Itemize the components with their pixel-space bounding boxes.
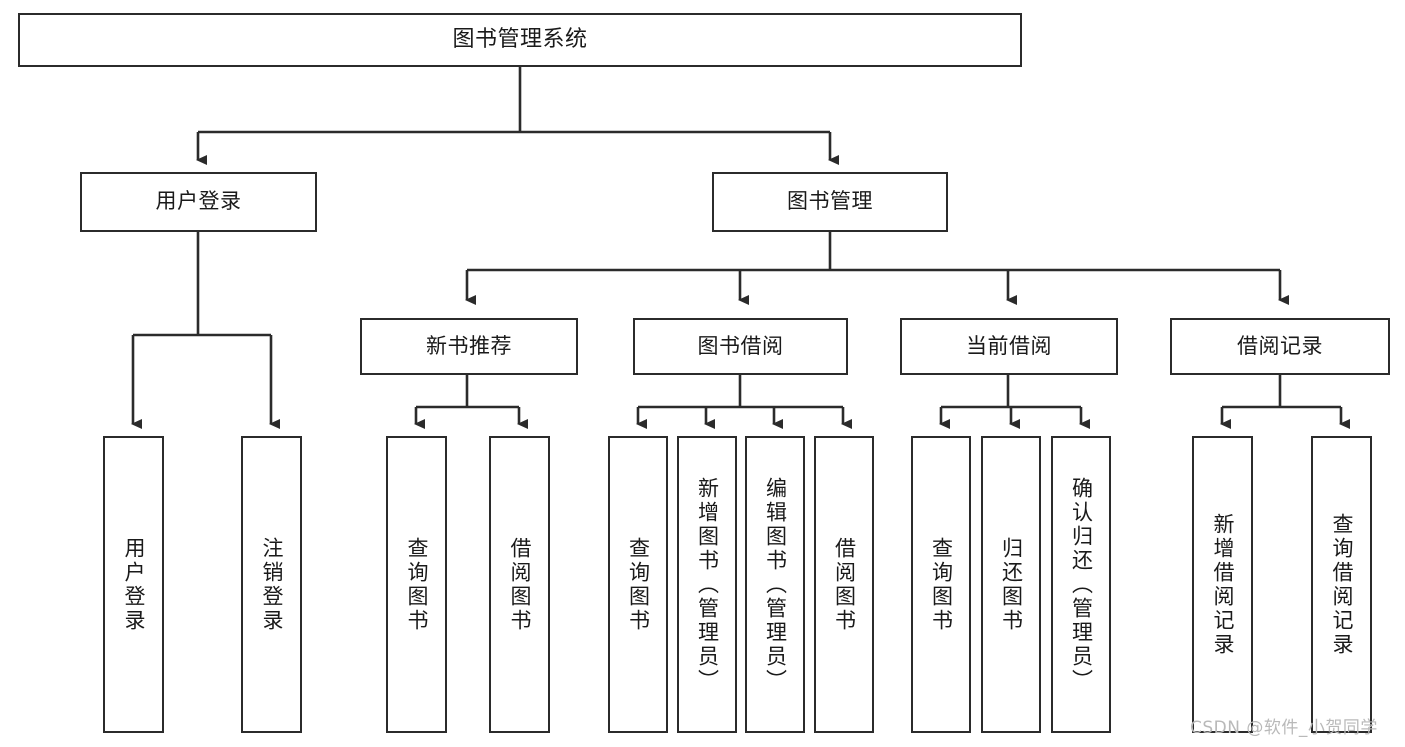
node-label: 借阅图书 <box>508 536 532 633</box>
csdn-watermark: CSDN @软件_小贺同学 <box>1190 718 1378 738</box>
node-label: 查询图书 <box>626 536 651 633</box>
node-label: 用户登录 <box>155 189 242 214</box>
node-label: 图书管理 <box>787 189 873 214</box>
leaf-book-borrow-add[interactable]: 新增图书（管理员） <box>677 436 737 733</box>
leaf-book-borrow-edit[interactable]: 编辑图书（管理员） <box>745 436 805 733</box>
leaf-user-login-logout[interactable]: 注销登录 <box>241 436 302 733</box>
leaf-book-borrow-query[interactable]: 查询图书 <box>608 436 668 733</box>
node-label: 用户登录 <box>122 536 146 633</box>
node-root-system[interactable]: 图书管理系统 <box>18 13 1022 67</box>
leaf-user-login-login[interactable]: 用户登录 <box>103 436 164 733</box>
leaf-new-book-query[interactable]: 查询图书 <box>386 436 447 733</box>
node-label: 编辑图书（管理员） <box>763 476 788 693</box>
node-label: 图书借阅 <box>697 333 784 358</box>
node-book-management[interactable]: 图书管理 <box>712 172 948 232</box>
leaf-current-borrow-return[interactable]: 归还图书 <box>981 436 1041 733</box>
node-label: 查询图书 <box>929 536 954 633</box>
node-label: 新增借阅记录 <box>1211 512 1235 657</box>
node-label: 归还图书 <box>999 536 1024 633</box>
node-label: 新增图书（管理员） <box>695 476 720 693</box>
node-borrow-record[interactable]: 借阅记录 <box>1170 318 1390 375</box>
node-label: 查询图书 <box>405 536 429 633</box>
node-label: 当前借阅 <box>966 333 1052 358</box>
node-label: 图书管理系统 <box>452 26 588 52</box>
node-new-book-recommend[interactable]: 新书推荐 <box>360 318 578 375</box>
node-user-login[interactable]: 用户登录 <box>80 172 317 232</box>
node-label: 借阅记录 <box>1237 333 1323 358</box>
node-label: 借阅图书 <box>832 536 857 633</box>
leaf-borrow-record-query[interactable]: 查询借阅记录 <box>1311 436 1372 733</box>
leaf-new-book-borrow[interactable]: 借阅图书 <box>489 436 550 733</box>
node-label: 确认归还（管理员） <box>1069 476 1094 693</box>
node-current-borrow[interactable]: 当前借阅 <box>900 318 1118 375</box>
node-book-borrow[interactable]: 图书借阅 <box>633 318 848 375</box>
leaf-current-borrow-query[interactable]: 查询图书 <box>911 436 971 733</box>
leaf-current-borrow-confirm[interactable]: 确认归还（管理员） <box>1051 436 1111 733</box>
node-label: 新书推荐 <box>426 333 512 358</box>
node-label: 查询借阅记录 <box>1330 512 1354 657</box>
node-label: 注销登录 <box>260 536 284 633</box>
leaf-borrow-record-add[interactable]: 新增借阅记录 <box>1192 436 1253 733</box>
leaf-book-borrow-lend[interactable]: 借阅图书 <box>814 436 874 733</box>
